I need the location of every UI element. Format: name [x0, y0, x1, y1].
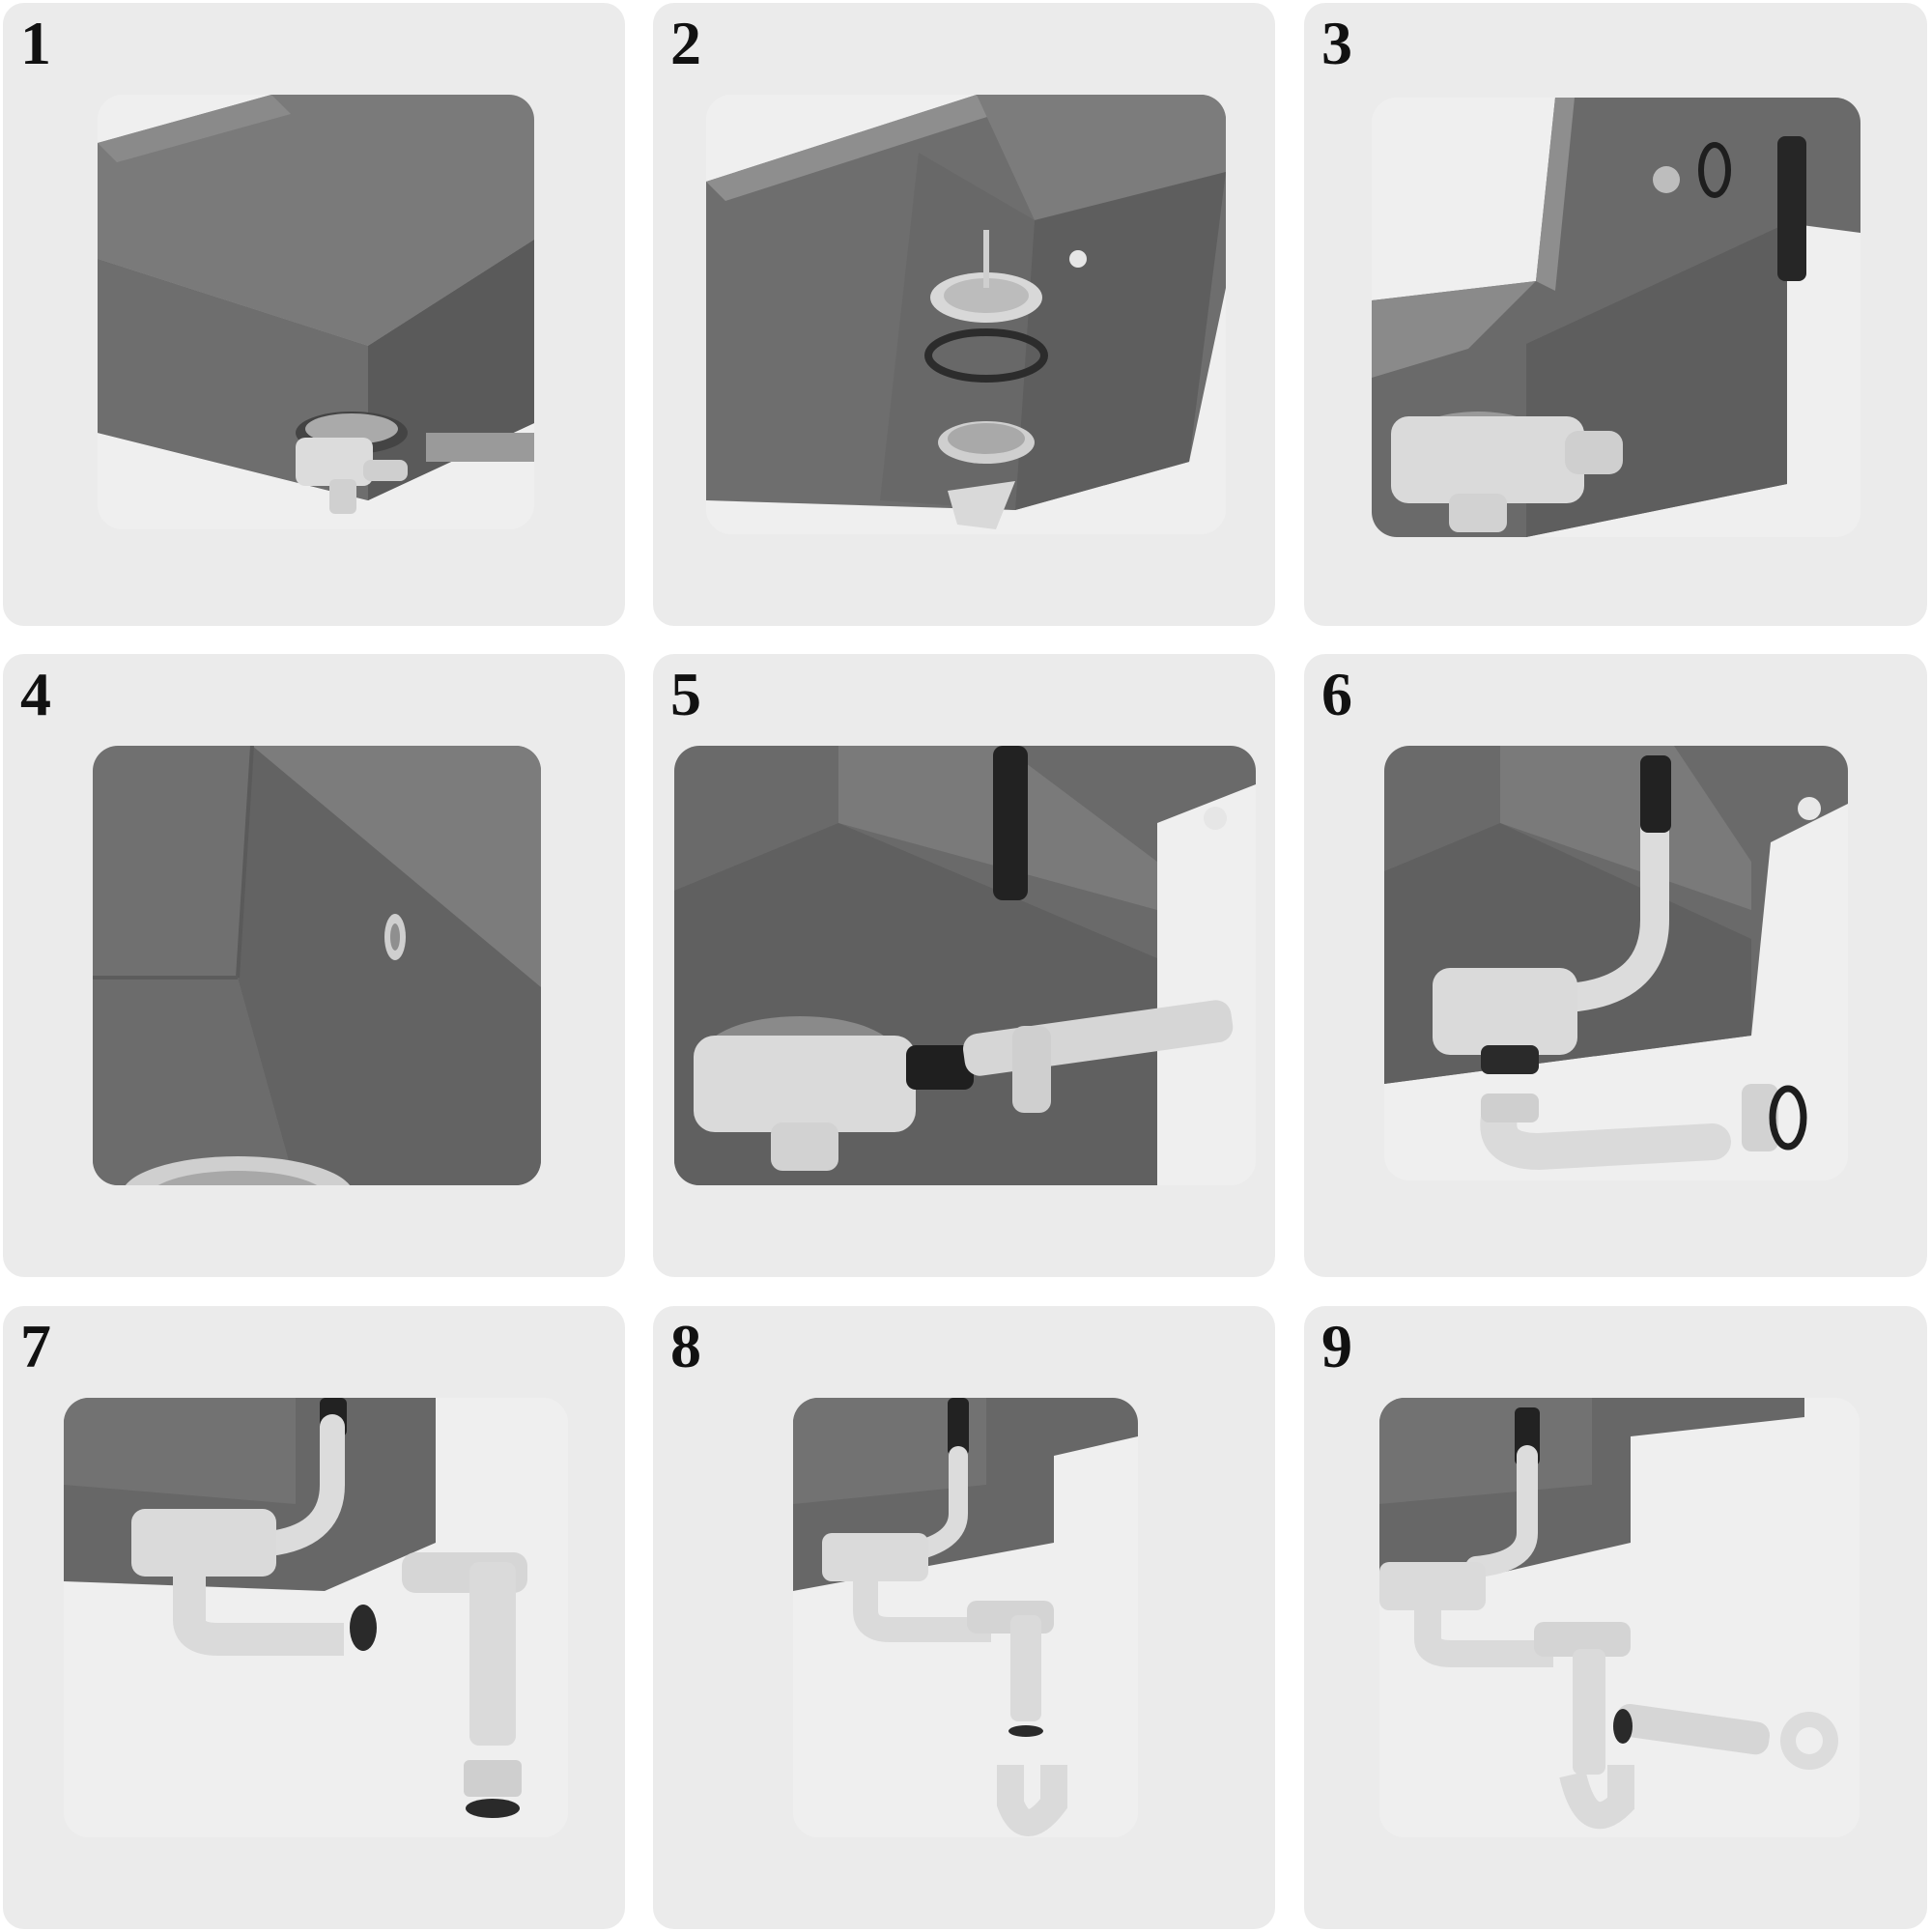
overflow-cover-illustration — [93, 746, 541, 1185]
step-number: 7 — [20, 1312, 51, 1380]
step-number: 6 — [1321, 660, 1352, 728]
step-panel-2: 2 — [653, 3, 1275, 626]
step-panel-1: 1 — [3, 3, 625, 626]
step-panel-5: 5 — [653, 654, 1275, 1277]
step-number: 8 — [670, 1312, 701, 1380]
step-panel-3: 3 — [1304, 3, 1927, 626]
step-panel-9: 9 — [1304, 1306, 1927, 1929]
step-panel-4: 4 — [3, 654, 625, 1277]
step-number: 2 — [670, 9, 701, 77]
sink-underside-illustration — [98, 95, 534, 529]
step-panel-8: 8 — [653, 1306, 1275, 1929]
step-number: 4 — [20, 660, 51, 728]
trap-assembly-illustration — [64, 1398, 568, 1837]
step-number: 9 — [1321, 1312, 1352, 1380]
step-number: 3 — [1321, 9, 1352, 77]
step-number: 5 — [670, 660, 701, 728]
step-panel-6: 6 — [1304, 654, 1927, 1277]
overflow-hose-illustration — [1372, 98, 1860, 537]
strainer-assembly-illustration — [706, 95, 1226, 534]
u-bend-illustration — [793, 1398, 1138, 1837]
step-panel-7: 7 — [3, 1306, 625, 1929]
complete-drain-illustration — [1379, 1398, 1860, 1837]
outlet-pipe-illustration — [1384, 746, 1848, 1180]
step-number: 1 — [20, 9, 51, 77]
overflow-connection-illustration — [674, 746, 1256, 1185]
